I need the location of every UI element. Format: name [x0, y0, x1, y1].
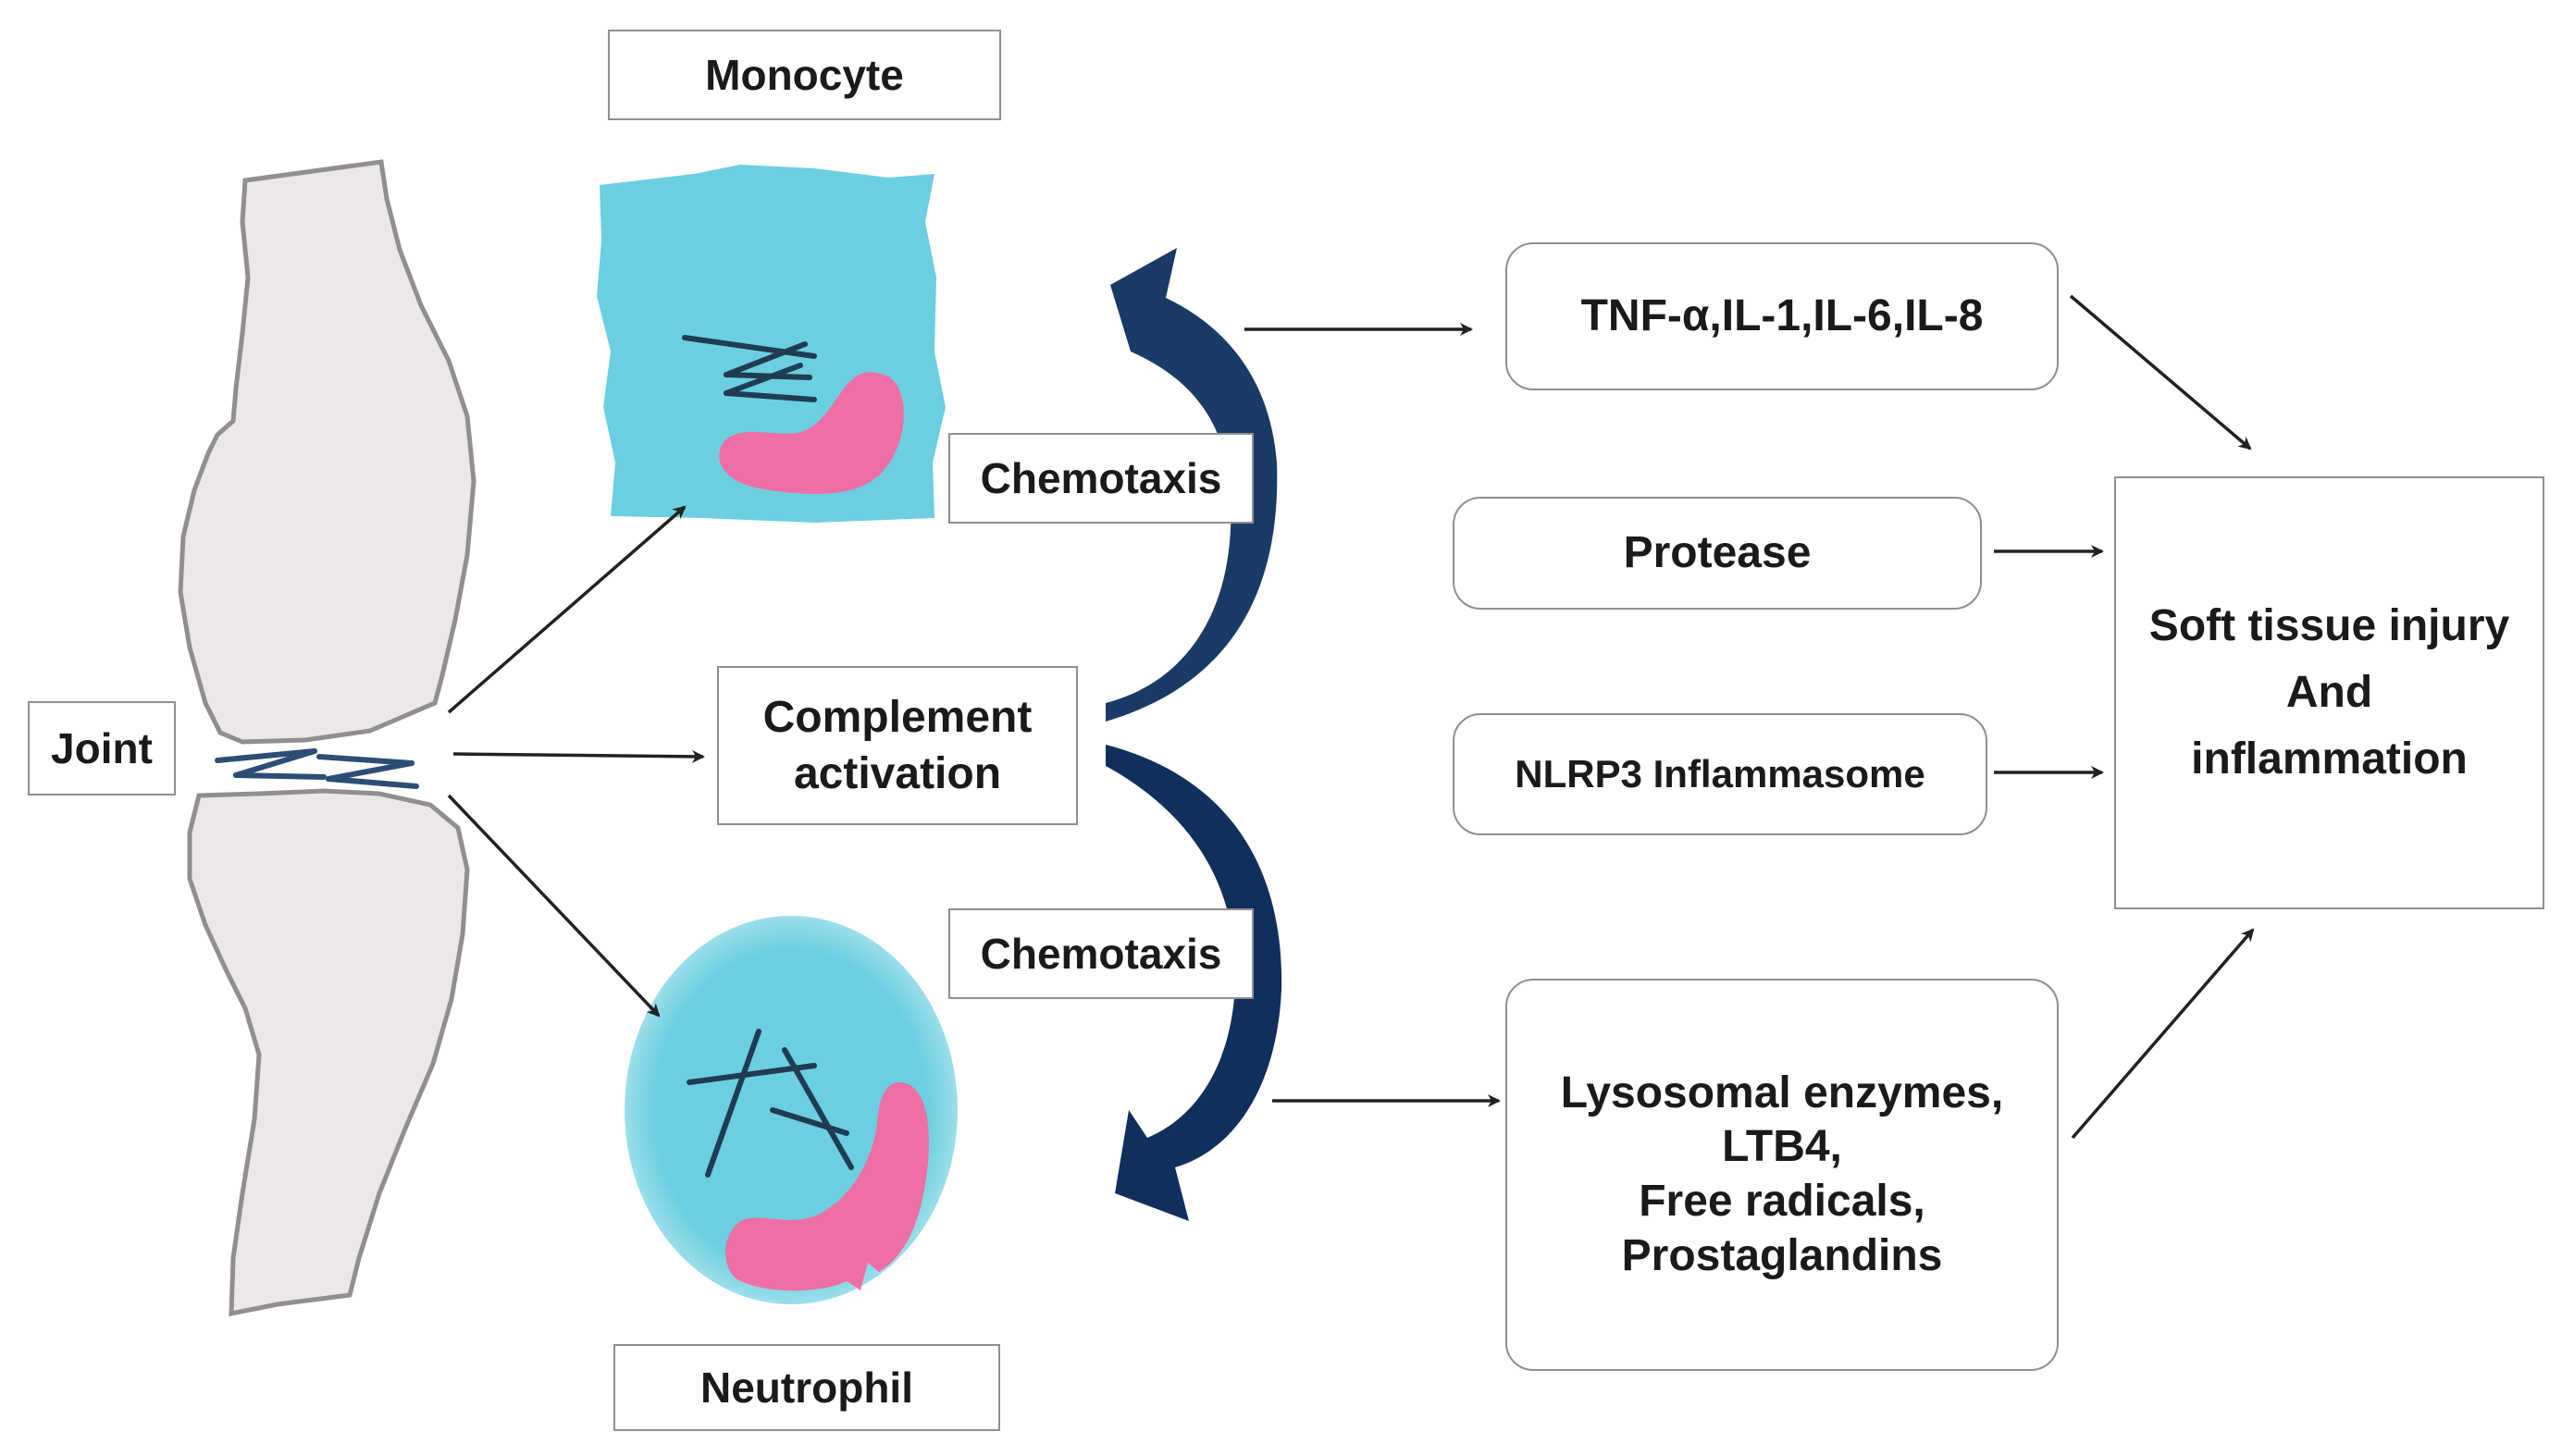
outcome-line-2: And — [2285, 668, 2373, 717]
monocyte-nucleus — [719, 372, 904, 495]
upper-bone — [178, 159, 477, 745]
arrow-joint-to-complement — [452, 749, 705, 763]
monocyte-fibers — [682, 335, 817, 402]
joint-label: Joint — [28, 701, 176, 796]
lysosomal-line-4: Prostaglandins — [1621, 1230, 1943, 1280]
cytokines-box: TNF-α,IL-1,IL-6,IL-8 — [1505, 242, 2059, 390]
lysosomal-line-1: Lysosomal enzymes, — [1560, 1067, 2004, 1117]
protease-box: Protease — [1453, 497, 1982, 610]
outcome-line-1: Soft tissue injury — [2148, 601, 2510, 650]
chemotaxis-top-label: Chemotaxis — [948, 433, 1254, 524]
connector-arrows — [447, 294, 2255, 1140]
curved-arrow-up — [1106, 248, 1278, 722]
lysosomal-line-3: Free radicals, — [1639, 1177, 1925, 1226]
arrow-joint-to-neutrophil — [447, 794, 661, 1018]
lysosomal-line-2: LTB4, — [1722, 1122, 1842, 1172]
complement-activation-label: Complement activation — [717, 666, 1078, 825]
chemotaxis-bottom-label: Chemotaxis — [948, 908, 1254, 999]
monocyte-label: Monocyte — [608, 30, 1001, 120]
lower-bone — [187, 788, 470, 1317]
neutrophil-nucleus — [725, 1081, 930, 1291]
arrow-cytokines-to-outcome — [2069, 294, 2252, 450]
neutrophil-fibers — [687, 1029, 854, 1178]
arrow-lysosomal-to-outcome — [2071, 928, 2255, 1140]
complement-line-2: activation — [793, 749, 1002, 798]
complement-line-1: Complement — [762, 692, 1033, 742]
arrow-joint-to-monocyte — [447, 505, 687, 714]
neutrophil-label: Neutrophil — [613, 1344, 1000, 1431]
nlrp3-box: NLRP3 Inflammasome — [1453, 713, 1987, 835]
lysosomal-box: Lysosomal enzymes, LTB4, Free radicals, … — [1505, 979, 2059, 1371]
joint-ligaments — [215, 748, 419, 789]
outcome-line-3: inflammation — [2191, 734, 2468, 784]
outcome-box: Soft tissue injury And inflammation — [2114, 476, 2544, 909]
curved-arrow-down — [1106, 745, 1282, 1221]
